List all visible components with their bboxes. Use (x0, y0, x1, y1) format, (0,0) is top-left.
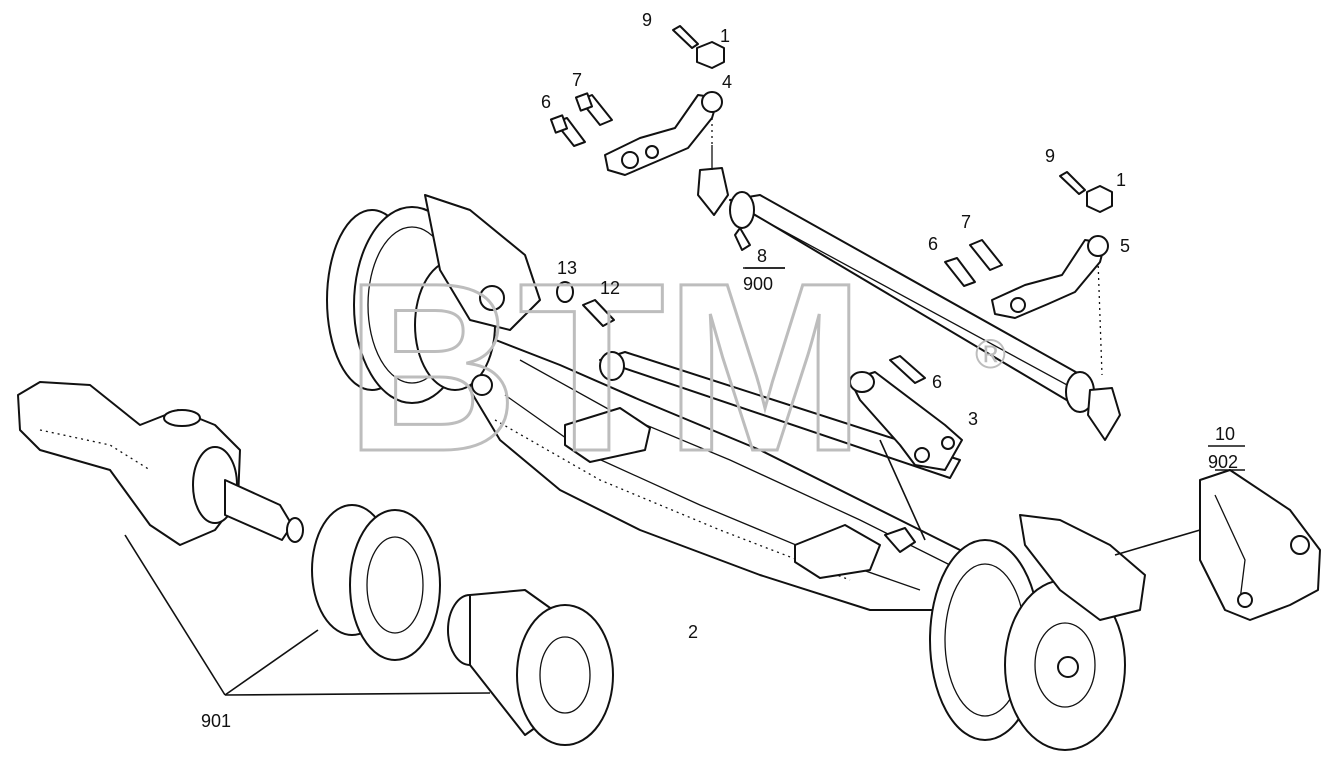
nut-1-right (1086, 185, 1113, 213)
label-3: 3 (968, 409, 978, 429)
label-12: 12 (600, 278, 620, 298)
part-labels: 9 1 7 6 4 9 1 7 6 5 8 900 13 12 6 3 10 9… (201, 10, 1238, 731)
cotter-pin-9-top (672, 25, 699, 49)
label-2: 2 (688, 622, 698, 642)
label-9-top: 9 (642, 10, 652, 30)
cotter-pin-9-right (1059, 171, 1086, 195)
tie-rod (729, 191, 1095, 413)
label-902: 902 (1208, 452, 1238, 472)
bolt-12 (582, 299, 615, 327)
label-13: 13 (557, 258, 577, 278)
axle-beam (469, 329, 981, 611)
nut-1-top (696, 41, 725, 69)
lever-arm-3 (849, 371, 963, 471)
label-901: 901 (201, 711, 231, 731)
watermark-registered-mark: ® (975, 330, 1006, 377)
bolt-6-right (944, 257, 976, 287)
ball-joint-left (697, 100, 729, 216)
label-6-right: 6 (928, 234, 938, 254)
wheel-hub-loose (447, 589, 614, 746)
drag-link (599, 351, 961, 479)
brake-caliper-902 (1199, 469, 1321, 621)
label-1-top: 1 (720, 26, 730, 46)
label-900: 900 (743, 274, 773, 294)
washer-13 (556, 281, 574, 303)
watermark-text: BTM (345, 233, 865, 501)
label-6-mid: 6 (932, 372, 942, 392)
axle-housing-901 (17, 381, 304, 546)
brake-disc-loose (311, 504, 441, 661)
label-10: 10 (1215, 424, 1235, 444)
bolt-6-left (549, 114, 586, 147)
bolt-6-mid (889, 355, 926, 384)
label-7-left: 7 (572, 70, 582, 90)
label-6-left: 6 (541, 92, 551, 112)
bolt-7-left (574, 92, 613, 126)
bolt-7-right (969, 239, 1003, 271)
label-1-right: 1 (1116, 170, 1126, 190)
label-8: 8 (757, 246, 767, 266)
label-5: 5 (1120, 236, 1130, 256)
steering-arm-5 (991, 235, 1109, 319)
leader-lines (124, 267, 1245, 696)
label-9-right: 9 (1045, 146, 1055, 166)
label-7-right: 7 (961, 212, 971, 232)
left-wheel-hub-assembly (326, 194, 541, 404)
right-wheel-hub-assembly (929, 514, 1146, 751)
label-4: 4 (722, 72, 732, 92)
steering-arm-4 (604, 91, 723, 176)
btm-watermark: BTM ® (344, 232, 1007, 503)
ball-joint-right (1087, 259, 1121, 441)
fraction-bars (743, 267, 1245, 447)
